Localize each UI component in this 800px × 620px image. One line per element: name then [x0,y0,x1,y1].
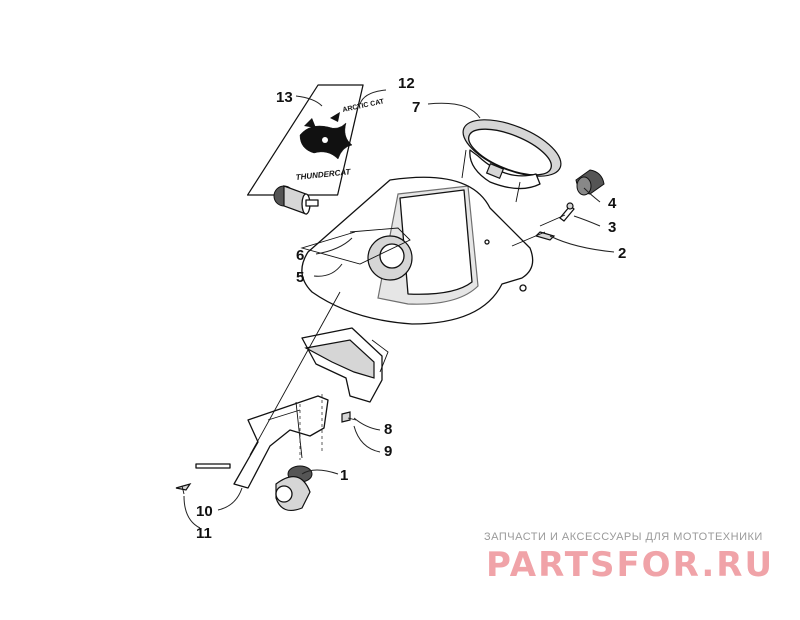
callout-3: 3 [608,219,616,236]
speedometer-part [461,119,562,203]
instrument-pod-housing-part [301,176,534,325]
watermark-brand: PARTSFOR.RU [486,545,774,585]
mount-plate-part [301,327,383,403]
bracket-part [195,395,329,489]
callout-2: 2 [618,245,626,262]
watermark: ЗАПЧАСТИ И АКСЕССУАРЫ ДЛЯ МОТОТЕХНИКИ PA… [484,531,774,585]
callout-7: 7 [412,99,420,116]
callout-5: 5 [296,269,304,286]
callout-12: 12 [398,75,415,92]
switch-part [275,465,313,511]
screw-part [341,411,357,423]
shaft-part [559,202,575,222]
socket-hole [367,235,413,281]
callout-9: 9 [384,443,392,460]
decal-cat-graphic [299,112,353,160]
push-rivet-part [175,482,192,495]
leader-lines [183,89,615,529]
callout-13: 13 [276,89,293,106]
watermark-tagline: ЗАПЧАСТИ И АКСЕССУАРЫ ДЛЯ МОТОТЕХНИКИ [484,531,763,543]
knob-part [575,169,605,196]
callout-4: 4 [608,195,617,212]
clip-part [534,231,556,241]
callout-1: 1 [340,467,348,484]
assembly-guide-lines [249,214,566,460]
callout-11: 11 [196,525,212,542]
callout-8: 8 [384,421,392,438]
callout-10: 10 [196,503,213,520]
callout-6: 6 [296,247,304,264]
callout-numbers: 12 13 7 4 3 2 6 5 8 9 1 10 11 [196,75,626,542]
power-socket-part [273,185,319,215]
decal-sheet-part: ARCTIC CAT THUNDERCAT [246,84,385,196]
